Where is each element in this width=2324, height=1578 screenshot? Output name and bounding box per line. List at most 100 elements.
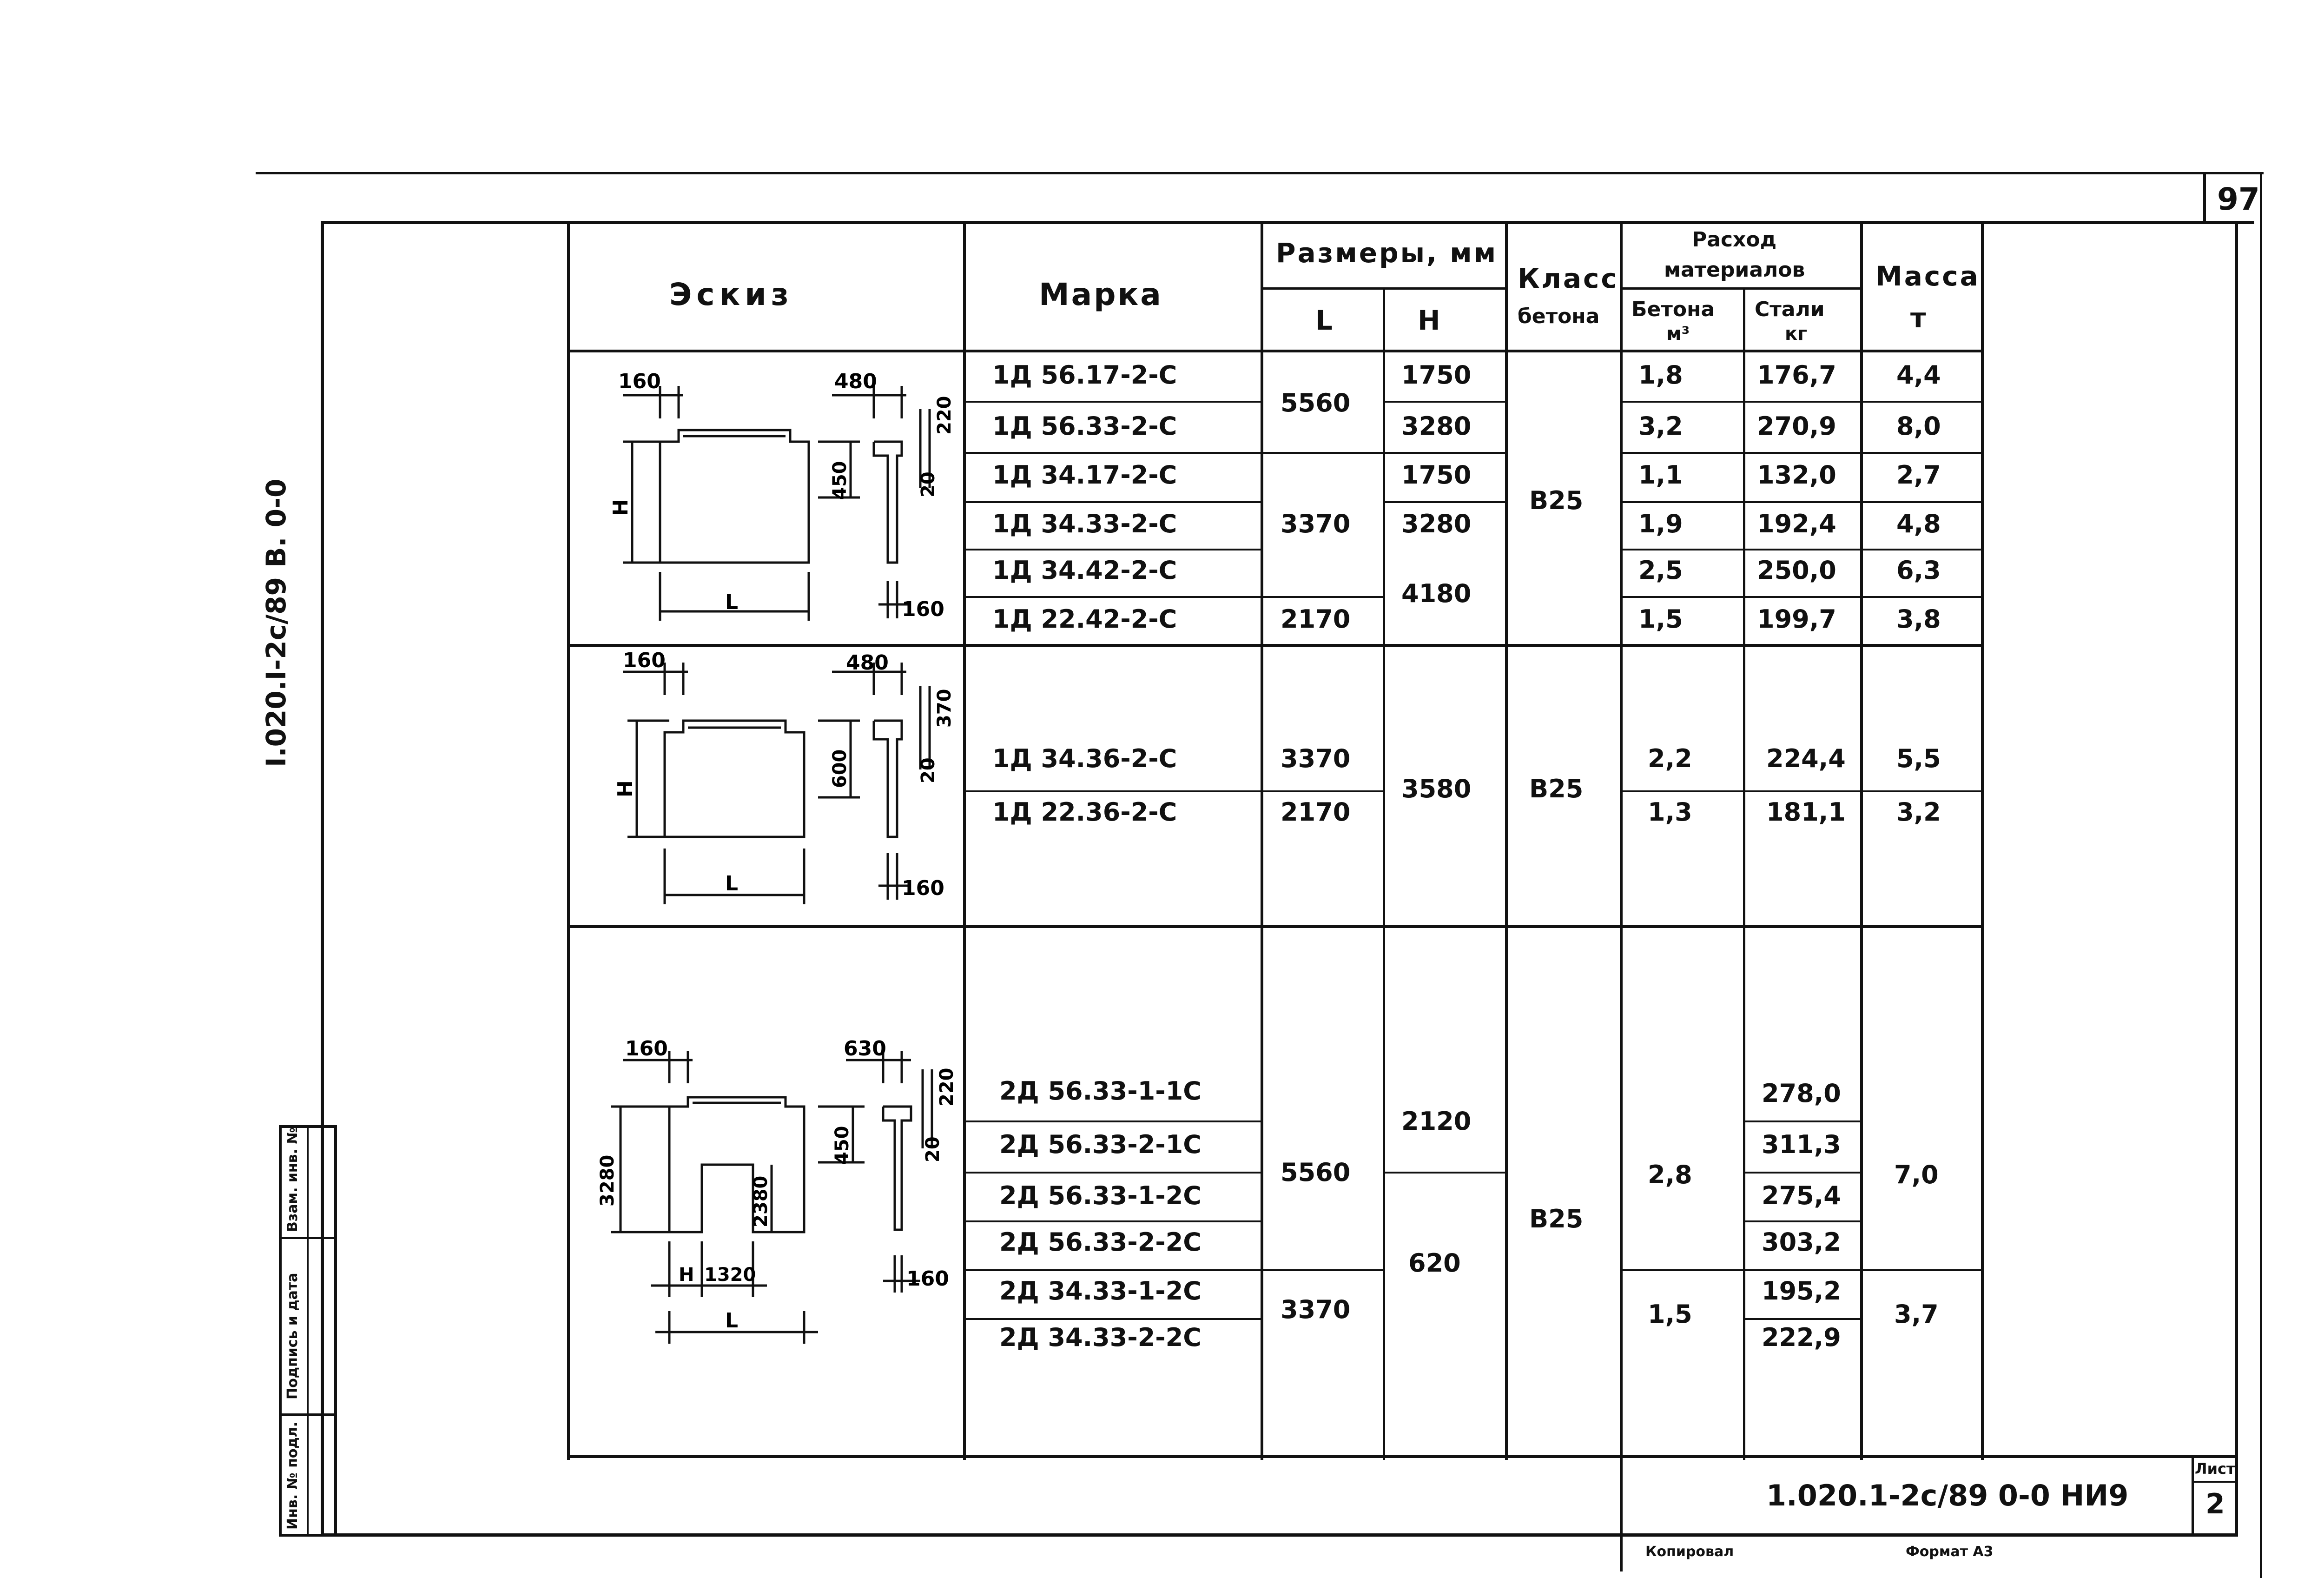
g3-row-1	[963, 1121, 1261, 1122]
g2-mark-1: 1Д 22.36-2-С	[992, 797, 1177, 827]
g1-l-1: 3370	[1281, 509, 1351, 538]
g1-mark-0: 1Д 56.17-2-С	[992, 360, 1177, 390]
col-line-7	[1860, 223, 1863, 1460]
sketch-1-d2: 480	[834, 370, 877, 393]
sketch-2-l: L	[725, 872, 738, 895]
g2-bottom	[567, 925, 1984, 928]
g3-row-5	[963, 1318, 1261, 1320]
sketch-1: 160 480 220 20 450 160 H L	[609, 370, 955, 621]
g1-class: В25	[1529, 486, 1584, 515]
col-line-8	[1981, 223, 1984, 1460]
g2-mass-0: 5,5	[1896, 744, 1941, 773]
g2-concrete-0: 2,2	[1648, 744, 1692, 773]
g3-row-4b	[1620, 1269, 1984, 1271]
g3-h-0: 2120	[1401, 1107, 1472, 1136]
g1-mark-2: 1Д 34.17-2-С	[992, 460, 1177, 490]
sketch-3-d4: 20	[922, 1136, 944, 1162]
sketch-3: 160 630 220 20 450 160 3280 2380 H 1320 …	[597, 1037, 957, 1344]
col-line-2	[1261, 223, 1263, 1460]
frame-top	[321, 221, 2254, 224]
g3-steel-1: 311,3	[1762, 1130, 1841, 1159]
hdr-concrete: Бетона	[1631, 298, 1715, 321]
col-line-1	[963, 223, 966, 1460]
sketch-3-outline	[668, 1096, 805, 1233]
g1-row-2c	[1620, 452, 1984, 454]
sketch-2-h: H	[614, 780, 637, 797]
g1-h-0: 1750	[1401, 360, 1472, 390]
sketch-2-d6: 160	[902, 876, 944, 900]
g3-l-1: 3370	[1281, 1295, 1351, 1324]
g3-steel-4: 195,2	[1762, 1276, 1841, 1306]
hdr-class: Класс	[1518, 263, 1619, 294]
col-line-3	[1383, 288, 1385, 1460]
g3-row-2c	[1743, 1172, 1860, 1174]
sketch-2-section	[872, 719, 903, 838]
g1-row-5b	[1620, 596, 1984, 598]
sketch-1-section	[872, 440, 903, 564]
hdr-dims: Размеры, мм	[1276, 237, 1498, 269]
col-line-6	[1743, 288, 1745, 1460]
frame-bottom	[321, 1533, 2238, 1537]
top-rule	[256, 172, 2264, 174]
sketch-3-d7: 3280	[597, 1155, 618, 1207]
g3-row-3c	[1743, 1220, 1860, 1222]
g3-row-3	[963, 1220, 1261, 1222]
g1-h-3: 3280	[1401, 509, 1472, 538]
col-line-5	[1620, 223, 1623, 1571]
g1-concrete-3: 1,9	[1638, 509, 1683, 538]
hdr-mark: Марка	[1039, 277, 1163, 312]
g3-steel-0: 278,0	[1762, 1079, 1841, 1108]
hdr-dim-h: H	[1418, 305, 1442, 336]
g3-row-2b	[1383, 1172, 1505, 1174]
g3-class: В25	[1529, 1204, 1584, 1233]
g1-concrete-5: 1,5	[1638, 604, 1683, 634]
g1-row-1c	[1620, 401, 1984, 403]
g3-mark-1: 2Д 56.33-2-1С	[999, 1130, 1202, 1159]
sketch-3-d10: 1320	[704, 1264, 756, 1286]
g1-steel-2: 132,0	[1757, 460, 1836, 490]
g3-mark-3: 2Д 56.33-2-2С	[999, 1227, 1202, 1257]
hdr-steel-unit: кг	[1785, 323, 1808, 345]
g1-steel-5: 199,7	[1757, 604, 1836, 634]
sketch-1-h: H	[609, 499, 633, 516]
hdr-bottom	[567, 350, 1984, 352]
g3-l-0: 5560	[1281, 1158, 1351, 1187]
g1-mark-1: 1Д 56.33-2-С	[992, 411, 1177, 441]
sketch-1-outline	[659, 429, 810, 564]
g3-mark-0: 2Д 56.33-1-1С	[999, 1076, 1202, 1106]
title-block-sheet-div	[2192, 1481, 2238, 1483]
g2-row-1	[963, 790, 1383, 792]
g1-l-0: 5560	[1281, 388, 1351, 418]
table-bottom	[567, 1455, 1984, 1458]
side-stamp-mid	[307, 1125, 309, 1537]
g1-row-3b	[1383, 501, 1505, 503]
g3-steel-3: 303,2	[1762, 1227, 1841, 1257]
g3-row-2	[963, 1172, 1261, 1174]
g3-h-1: 620	[1408, 1248, 1461, 1278]
sketch-3-section	[882, 1105, 912, 1231]
g3-row-1c	[1743, 1121, 1860, 1122]
sketch-1-d6: 160	[902, 597, 944, 621]
sketch-3-d6: 160	[906, 1267, 949, 1291]
frame-right	[2235, 221, 2238, 1537]
g1-row-5	[963, 596, 1383, 598]
g1-h-2: 1750	[1401, 460, 1472, 490]
g1-row-2	[963, 452, 1383, 454]
hdr-mass-unit: т	[1910, 302, 1928, 334]
sketch-2-outline	[663, 719, 805, 838]
g3-mass-1: 3,7	[1894, 1300, 1939, 1329]
sketch-2-d4: 20	[918, 757, 939, 783]
g3-row-5c	[1743, 1318, 1860, 1320]
g1-concrete-0: 1,8	[1638, 360, 1683, 390]
side-code: I.020.I-2c/89 B. 0-0	[260, 478, 292, 767]
sketch-3-d8: 2380	[750, 1176, 772, 1227]
g2-class: В25	[1529, 774, 1584, 803]
g2-l-1: 2170	[1281, 797, 1351, 827]
side-stamp-zam: Взам. инв. №	[284, 1127, 301, 1232]
g3-mark-5: 2Д 34.33-2-2С	[999, 1323, 1202, 1352]
g2-mass-1: 3,2	[1896, 797, 1941, 827]
g2-mark-0: 1Д 34.36-2-С	[992, 744, 1177, 773]
g1-l-2: 2170	[1281, 604, 1351, 634]
g1-mark-5: 1Д 22.42-2-С	[992, 604, 1177, 634]
g1-row-4	[963, 549, 1261, 550]
